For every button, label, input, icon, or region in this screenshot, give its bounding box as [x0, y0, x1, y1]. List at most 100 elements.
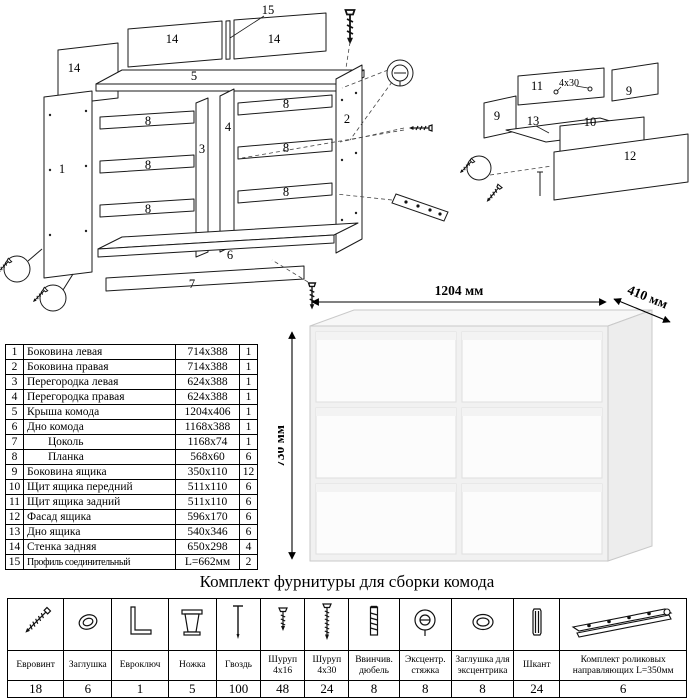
screw-size-label: 4x30: [559, 78, 579, 89]
part-name: Крыша комода: [23, 404, 176, 420]
part-name: Фасад ящика: [23, 509, 176, 525]
part-label-12: 12: [624, 149, 637, 163]
part-label-8: 8: [283, 141, 289, 155]
part-label-15: 15: [262, 3, 275, 17]
part-number: 13: [5, 524, 24, 540]
part-name: Щит ящика задний: [23, 494, 176, 510]
part-qty: 4: [239, 539, 258, 555]
hardware-name: Шуруп 4x30: [304, 650, 350, 681]
part-size: 714x388: [175, 344, 240, 360]
fitting-holes: [48, 91, 358, 237]
hardware-icon-cell: [450, 598, 515, 651]
part-qty: 6: [239, 509, 258, 525]
side-panel-right: [335, 64, 363, 254]
hardware-callouts: [0, 9, 503, 312]
parts-table-row: 4 Перегородка правая 624x388 1: [5, 389, 258, 405]
page-title: Комплект фурнитуры для сборки комода: [199, 572, 495, 591]
parts-table-row: 14 Стенка задняя 650x298 4: [5, 539, 258, 555]
part-label-3: 3: [199, 142, 205, 156]
hardware-name: Гвоздь: [215, 650, 262, 681]
part-qty: 1: [239, 374, 258, 390]
hardware-name: Заглушка для эксцентрика: [450, 650, 515, 681]
part-size: 1168x74: [175, 434, 240, 450]
part-labels: 15 14 14 14 5 1 3 4 2 8 8 8 8 8 8 6 7 9 …: [59, 3, 636, 291]
part-name: Дно ящика: [23, 524, 176, 540]
parts-table-row: 15 Профиль соединительный L=662мм 2: [5, 554, 258, 570]
hardware-icon-cell: [6, 598, 65, 651]
part-name: Перегородка правая: [23, 389, 176, 405]
depth-arrow: [613, 298, 671, 323]
part-number: 3: [5, 374, 24, 390]
hardware-table: Евровинт Заглушка Евроключ Ножка Гвоздь …: [6, 598, 687, 698]
part-label-14: 14: [166, 32, 179, 46]
part-label-7: 7: [189, 277, 195, 291]
part-label-8: 8: [145, 158, 151, 172]
part-number: 14: [5, 539, 24, 555]
hardware-name: Ввинчив. дюбель: [348, 650, 400, 681]
drawer-front-panel: [315, 407, 457, 479]
parts-table-row: 3 Перегородка левая 624x388 1: [5, 374, 258, 390]
hardware-icon-cell: [167, 598, 217, 651]
screw-head: [587, 86, 593, 92]
part-number: 10: [5, 479, 24, 495]
hardware-qty: 24: [304, 680, 350, 698]
eccentric-cam-icon: [414, 609, 436, 636]
dresser-drawers: [315, 331, 603, 555]
hardware-name: Эксцентр. стяжка: [398, 650, 452, 681]
side-panel-left: [43, 90, 93, 279]
parts-table-row: 11 Щит ящика задний 511x110 6: [5, 494, 258, 510]
part-number: 12: [5, 509, 24, 525]
back-panel-right: [233, 12, 327, 60]
part-size: 511x110: [175, 494, 240, 510]
hardware-name: Шкант: [513, 650, 561, 681]
dresser-side-face: [607, 309, 653, 562]
drawer-front-panel: [461, 407, 603, 479]
screw-in-dowel-icon: [369, 605, 379, 636]
part-name: Стенка задняя: [23, 539, 176, 555]
parts-table-row: 8 Планка 568x60 6: [5, 449, 258, 465]
part-size: 1204x406: [175, 404, 240, 420]
part-number: 4: [5, 389, 24, 405]
divider-right: [219, 88, 235, 253]
hardware-qty: 1: [111, 680, 169, 698]
part-label-10: 10: [584, 115, 597, 129]
hardware-name: Евроключ: [111, 650, 169, 681]
parts-table-row: 7 Цоколь 1168x74 1: [5, 434, 258, 450]
hardware-qty: 100: [215, 680, 262, 698]
hardware-icon-cell: [215, 598, 262, 651]
part-number: 6: [5, 419, 24, 435]
hardware-icon-cell: [260, 598, 306, 651]
carcass-exploded: [43, 12, 365, 292]
part-size: 596x170: [175, 509, 240, 525]
part-label-1: 1: [59, 162, 65, 176]
part-size: 540x346: [175, 524, 240, 540]
part-size: 350x110: [175, 464, 240, 480]
wooden-dowel-icon: [532, 608, 542, 636]
part-number: 8: [5, 449, 24, 465]
part-qty: 1: [239, 389, 258, 405]
drawer-front-panel: [315, 483, 457, 555]
hardware-qty: 8: [398, 680, 452, 698]
rail: [99, 154, 195, 174]
part-label-8: 8: [283, 185, 289, 199]
divider-left: [195, 97, 209, 258]
part-number: 9: [5, 464, 24, 480]
drawer-facade: [553, 133, 689, 201]
connecting-profile: [225, 20, 231, 60]
confirmat-screw-icon: [25, 606, 51, 633]
part-label-11: 11: [531, 79, 543, 93]
back-panel-mid: [127, 20, 223, 68]
part-name: Боковина правая: [23, 359, 176, 375]
hardware-icon-cell: [559, 598, 687, 651]
hardware-qty: 18: [6, 680, 65, 698]
hardware-icon-cell: [513, 598, 561, 651]
dowel-screw-icon: [408, 124, 433, 132]
leg-icon: [181, 609, 203, 636]
parts-table-row: 1 Боковина левая 714x388 1: [5, 344, 258, 360]
drawer-exploded: [483, 62, 689, 201]
part-label-9: 9: [626, 84, 632, 98]
hardware-name: Заглушка: [63, 650, 113, 681]
bolt-icon: [344, 9, 356, 46]
dresser-render: 1204 мм 410 мм 730 мм: [278, 284, 671, 562]
screw-4x30-icon: [321, 603, 332, 640]
